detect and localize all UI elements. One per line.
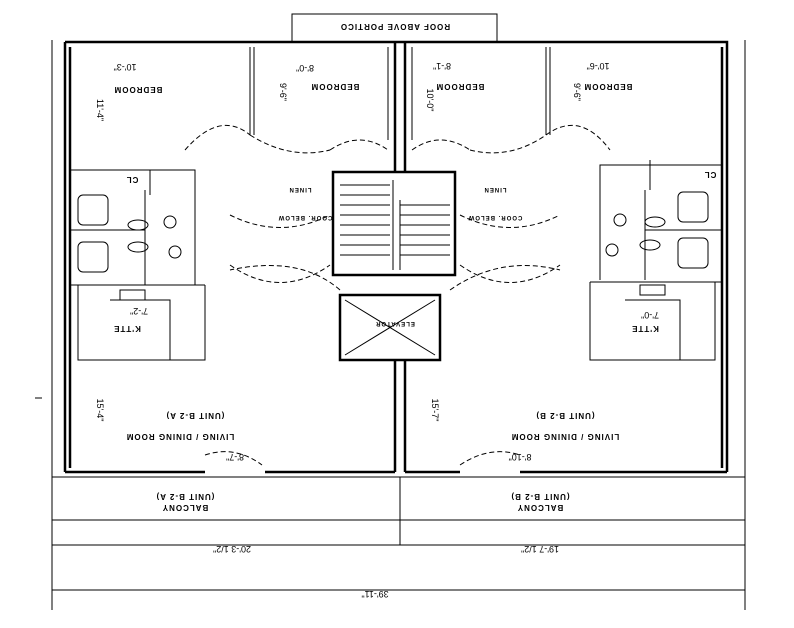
elevator-label: ELEVATOR: [375, 320, 415, 326]
party-wall: [393, 42, 407, 472]
balcony-outline: [52, 476, 746, 545]
living-label: LIVING / DINING ROOM: [511, 432, 619, 441]
sink: [127, 241, 149, 253]
unit-b-kitchen: [589, 282, 716, 361]
dimension: 9'-6": [572, 83, 582, 101]
unit-label: (UNIT B-2 B): [535, 411, 594, 420]
bedroom-walls: [249, 47, 551, 140]
bathtub: [677, 237, 709, 269]
dimension: 8'-7": [226, 452, 244, 462]
bedroom-label: BEDROOM: [311, 82, 360, 91]
dimension: 7'-0": [641, 310, 659, 320]
dimension: 8'-1": [433, 61, 451, 71]
living-door-swing: [204, 451, 521, 466]
dimension: 7'-2": [130, 306, 148, 316]
dimension: 15'-7": [430, 399, 440, 422]
elevator-cross: [344, 299, 436, 356]
dimension: 19'-7 1/2": [521, 544, 559, 554]
balcony-label: BALCONY: [162, 503, 209, 512]
linen-label: LINEN: [484, 186, 507, 192]
kitchenette-label: K'TTE: [113, 324, 141, 333]
bedroom-label: BEDROOM: [436, 82, 485, 91]
dimension: 15'-4": [95, 399, 105, 422]
sink: [644, 216, 666, 228]
stair-treads: [340, 180, 450, 270]
unit-label: (UNIT B-2 A): [166, 411, 225, 420]
toilet: [605, 243, 619, 257]
dimension-lines: [51, 40, 746, 610]
corridor-swings: [229, 214, 561, 291]
bedroom-label: BEDROOM: [114, 85, 163, 94]
kitchen-sink: [119, 289, 146, 301]
portico-label: ROOF ABOVE PORTICO: [340, 22, 450, 31]
bathtub: [77, 241, 109, 273]
door-swing: [184, 124, 611, 154]
dimension: 9'-6": [278, 83, 288, 101]
bedroom-label: BEDROOM: [584, 82, 633, 91]
stair: [331, 170, 457, 277]
closet-core-label: COOR. BELOW: [468, 214, 523, 220]
dimension: 8'-0": [296, 63, 314, 73]
balcony-label: BALCONY: [517, 503, 564, 512]
linen-label: LINEN: [289, 186, 312, 192]
living-label: LIVING / DINING ROOM: [126, 432, 234, 441]
kitchen-sink: [639, 284, 666, 296]
dimension: 10'-3": [114, 62, 137, 72]
toilet: [163, 215, 177, 229]
closet-core-label: COOR. BELOW: [278, 214, 333, 220]
dimension-total: 39'-11": [361, 589, 388, 599]
unit-a-kitchen: [77, 285, 206, 361]
dimension: 8'-10": [509, 452, 532, 462]
dimension: 10'-6": [587, 61, 610, 71]
toilet: [613, 213, 627, 227]
unit-label: (UNIT B-2 B): [510, 492, 569, 501]
dimension: 10'-0": [425, 89, 435, 112]
closet-label: CL: [126, 175, 139, 184]
dimension: 11'-4": [95, 99, 105, 121]
unit-a-bath: [70, 169, 205, 286]
bathtub: [677, 191, 709, 223]
kitchenette-label: K'TTE: [631, 324, 659, 333]
dimension: 20'-3 1/2": [213, 544, 251, 554]
elevator-shaft: [338, 293, 442, 362]
closet-label: CL: [704, 170, 717, 179]
unit-label: (UNIT B-2 A): [156, 492, 215, 501]
unit-b-bath: [590, 160, 722, 283]
exterior-wall: [63, 40, 729, 472]
toilet: [168, 245, 182, 259]
bathtub: [77, 194, 109, 226]
sink: [127, 219, 149, 231]
sink: [639, 239, 661, 251]
